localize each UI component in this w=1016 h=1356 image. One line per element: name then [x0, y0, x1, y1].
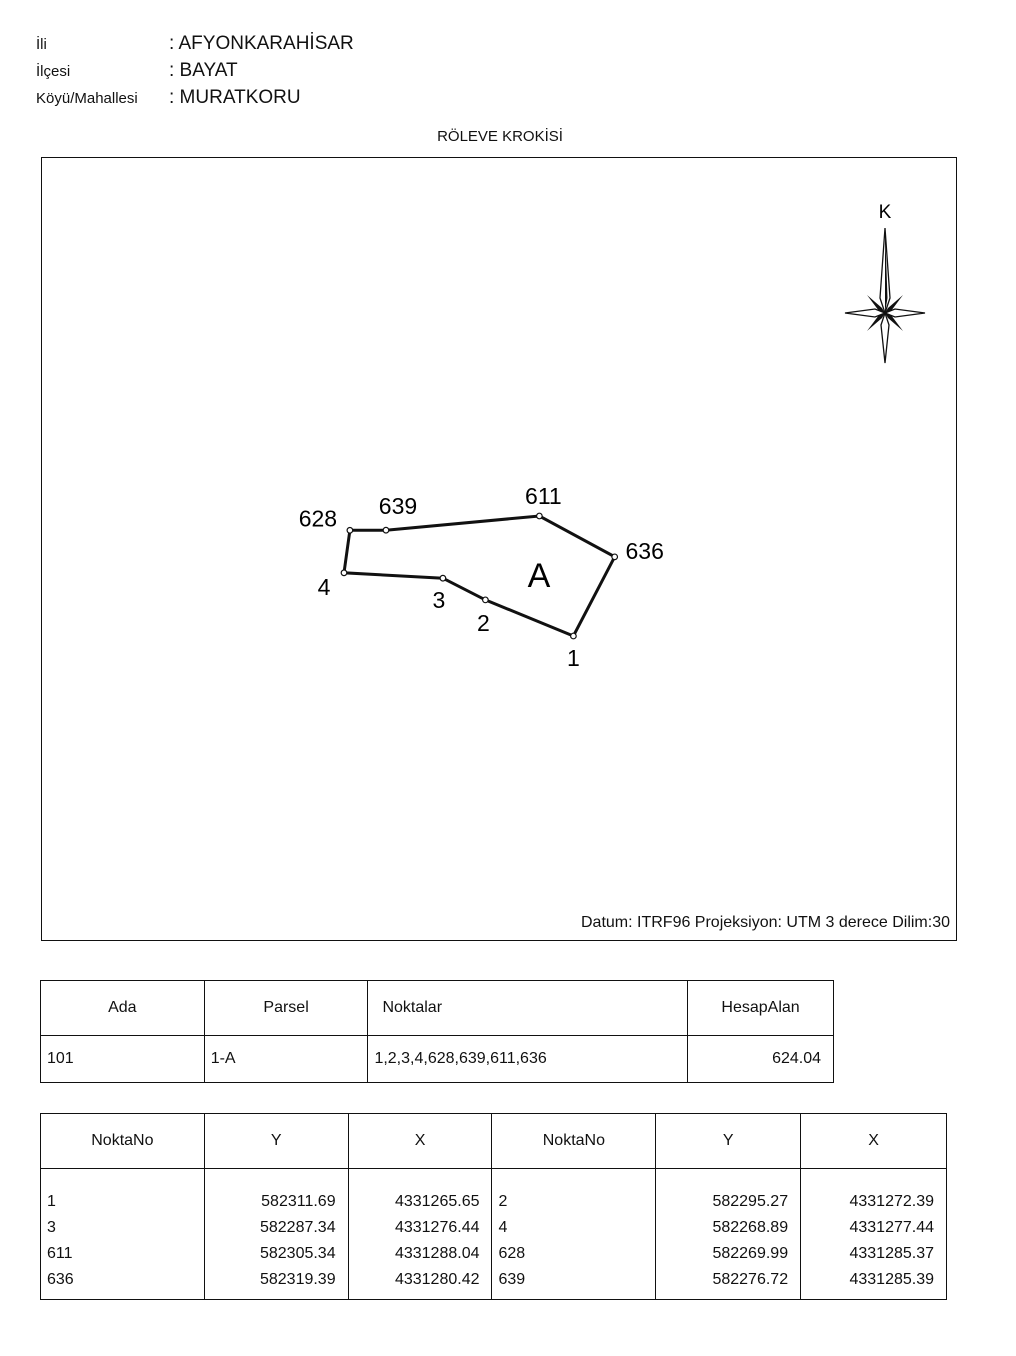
parcel-label: A	[528, 557, 551, 595]
cell-noktano-left: 1 3 611 636	[40, 1168, 205, 1300]
point-no: 2	[498, 1193, 508, 1210]
north-arrow-icon	[844, 227, 926, 364]
col-parsel: Parsel	[203, 980, 369, 1036]
sketch-frame: K 1 2 3 4 628 639 611 636 A Datum: ITRF96 Proje…	[41, 157, 957, 941]
cell-y-left: 582311.69 582287.34 582305.34 582319.39	[203, 1168, 349, 1300]
point-y: 582319.39	[259, 1271, 336, 1288]
vertex-label: 4	[318, 574, 331, 600]
vertex-marker	[611, 553, 619, 561]
col-noktalar: Noktalar	[367, 980, 689, 1036]
col-hesapalan: HesapAlan	[687, 980, 834, 1036]
vertex-label: 628	[299, 505, 337, 531]
point-y: 582276.72	[712, 1271, 789, 1288]
cell-noktano-right: 2 4 628 639	[491, 1168, 657, 1300]
cell-noktalar: 1,2,3,4,628,639,611,636	[367, 1035, 689, 1083]
il-value: : AFYONKARAHİSAR	[169, 33, 354, 54]
point-no: 628	[498, 1245, 526, 1262]
parcel-table: Ada Parsel Noktalar HesapAlan 101 1-A 1,…	[40, 980, 834, 1083]
point-no: 639	[498, 1271, 526, 1288]
coordinate-table: NoktaNo Y X NoktaNo Y X 1 3 611 636 5823…	[40, 1113, 947, 1300]
parcel-sketch: K 1 2 3 4 628 639 611 636 A	[299, 202, 926, 671]
point-y: 582295.27	[712, 1193, 789, 1210]
point-x: 4331288.04	[394, 1245, 480, 1262]
col-ada: Ada	[40, 980, 205, 1036]
point-x: 4331285.39	[849, 1271, 934, 1288]
vertex-marker	[340, 569, 348, 577]
vertex-marker	[439, 574, 447, 582]
point-no: 4	[498, 1219, 508, 1236]
col-noktano: NoktaNo	[40, 1113, 205, 1169]
vertex-label: 636	[625, 538, 663, 564]
ilce-row: İlçesi : BAYAT	[36, 60, 238, 81]
cell-x-right: 4331272.39 4331277.44 4331285.37 4331285…	[800, 1168, 947, 1300]
col-y: Y	[203, 1113, 349, 1169]
vertex-label: 611	[525, 483, 562, 509]
koy-row: Köyü/Mahallesi : MURATKORU	[36, 87, 301, 108]
point-y: 582311.69	[261, 1193, 336, 1210]
point-x: 4331265.65	[394, 1193, 480, 1210]
vertex-marker	[382, 526, 390, 534]
vertex-label: 2	[477, 610, 490, 636]
point-x: 4331272.39	[849, 1193, 934, 1210]
point-no: 1	[47, 1193, 56, 1210]
vertex-marker	[570, 632, 577, 640]
koy-value: : MURATKORU	[169, 87, 301, 108]
sketch-title: RÖLEVE KROKİSİ	[437, 128, 563, 145]
datum-note: Datum: ITRF96 Projeksiyon: UTM 3 derece …	[581, 914, 950, 931]
vertex-label: 3	[432, 587, 445, 613]
col-y-2: Y	[655, 1113, 802, 1169]
point-no: 3	[47, 1219, 56, 1236]
point-no: 636	[47, 1271, 74, 1288]
vertex-label: 1	[567, 645, 580, 671]
point-no: 611	[47, 1245, 73, 1262]
cell-x-left: 4331265.65 4331276.44 4331288.04 4331280…	[347, 1168, 493, 1300]
point-x: 4331280.42	[394, 1271, 480, 1288]
point-y: 582269.99	[712, 1245, 789, 1262]
il-label: İli	[36, 36, 47, 53]
ilce-label: İlçesi	[36, 63, 71, 80]
il-row: İli : AFYONKARAHİSAR	[36, 33, 354, 54]
parcel-vertices: 1 2 3 4 628 639 611 636	[299, 483, 664, 671]
cell-parsel: 1-A	[203, 1035, 369, 1083]
table-row: 1 3 611 636 582311.69 582287.34 582305.3…	[40, 1168, 947, 1300]
table-row: 101 1-A 1,2,3,4,628,639,611,636 624.04	[40, 1035, 834, 1083]
point-y: 582305.34	[259, 1245, 336, 1262]
col-x-2: X	[800, 1113, 947, 1169]
ilce-value: : BAYAT	[169, 60, 238, 81]
cell-ada: 101	[40, 1035, 205, 1083]
point-y: 582287.34	[259, 1219, 336, 1236]
col-noktano-2: NoktaNo	[491, 1113, 657, 1169]
vertex-marker	[481, 596, 489, 604]
cell-y-right: 582295.27 582268.89 582269.99 582276.72	[655, 1168, 802, 1300]
north-label: K	[879, 202, 892, 223]
vertex-marker	[535, 512, 543, 520]
point-x: 4331276.44	[394, 1219, 480, 1236]
point-y: 582268.89	[712, 1219, 789, 1236]
vertex-label: 639	[379, 493, 417, 519]
cell-alan: 624.04	[687, 1035, 834, 1083]
koy-label: Köyü/Mahallesi	[36, 90, 138, 107]
point-x: 4331277.44	[849, 1219, 934, 1236]
point-x: 4331285.37	[849, 1245, 934, 1262]
vertex-marker	[346, 526, 354, 534]
col-x: X	[347, 1113, 493, 1169]
